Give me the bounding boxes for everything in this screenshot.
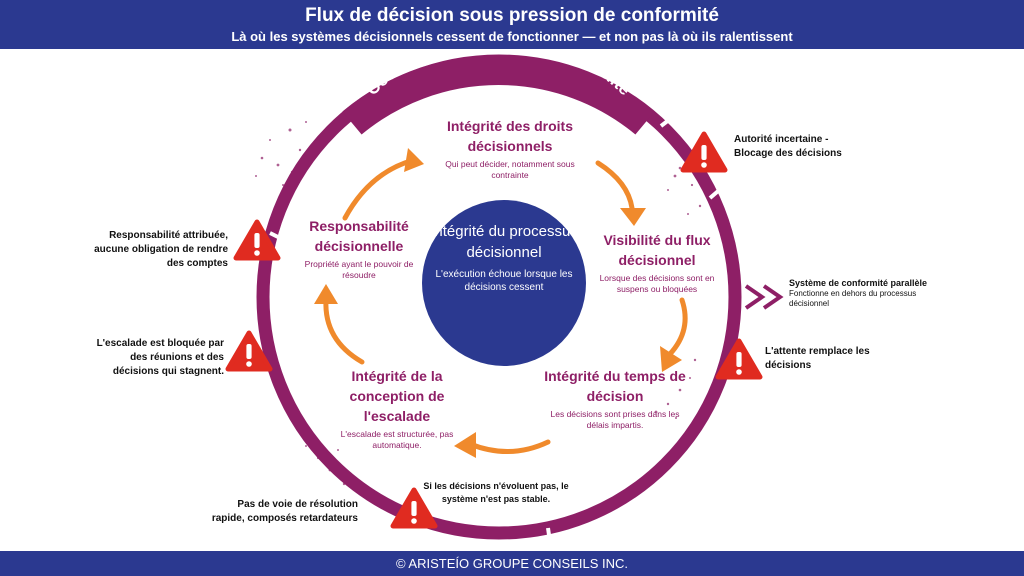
bottom-note: Si les décisions n'évoluent pas, le syst… [423, 481, 569, 504]
warning-text-no-resolution: Pas de voie de résolution rapide, compos… [211, 499, 358, 524]
parallel-desc: Fonctionne en dehors du processus décisi… [789, 289, 917, 308]
warning-text-accountability: Responsabilité attribuée, aucune obligat… [94, 230, 228, 269]
page-subtitle: Là où les systèmes décisionnels cessent … [231, 29, 793, 44]
stage-escalation-design: Intégrité de la conception de l'escalade… [333, 366, 461, 451]
compliance-ring-band [342, 55, 655, 135]
stage-decision-rights: Intégrité des droits décisionnels Qui pe… [430, 116, 590, 181]
stage-title: Intégrité du temps de décision [544, 368, 686, 404]
center-disc: Intégrité du processus décisionnel L'exé… [422, 200, 586, 366]
warning-text-escalation-blocked: L'escalade est bloquée par des réunions … [96, 338, 224, 377]
stage-title: Visibilité du flux décisionnel [603, 232, 711, 268]
ring-breaks [269, 111, 726, 543]
stage-title: Responsabilité décisionnelle [309, 218, 409, 254]
stage-desc: L'escalade est structurée, pas automatiq… [340, 429, 454, 450]
stage-title: Intégrité des droits décisionnels [446, 118, 574, 154]
page-header: Flux de décision sous pression de confor… [0, 0, 1024, 49]
stage-title: Intégrité de la conception de l'escalade [349, 368, 445, 424]
parallel-title: Système de conformité parallèle [789, 278, 928, 288]
flow-arrows [323, 157, 688, 454]
page-title: Flux de décision sous pression de confor… [305, 5, 719, 26]
warning-text-waiting: L'attente remplace les décisions [765, 346, 870, 371]
center-title: Intégrité du processus décisionnel [430, 223, 578, 261]
parallel-system: Système de conformité parallèle Fonction… [789, 278, 939, 309]
stage-flow-visibility: Visibilité du flux décisionnel Lorsque d… [590, 230, 724, 295]
flow-arrowheads [314, 148, 682, 458]
stage-desc: Propriété ayant le pouvoir de résoudre [304, 259, 414, 280]
stage-desc: Qui peut décider, notamment sous contrai… [445, 159, 575, 180]
warning-text-uncertain-authority: Autorité incertaine - Blocage des décisi… [734, 134, 842, 159]
center-desc: L'exécution échoue lorsque les décisions… [435, 269, 573, 293]
stage-desc: Lorsque des décisions sont en suspens ou… [599, 273, 715, 294]
stage-accountability: Responsabilité décisionnelle Propriété a… [298, 216, 420, 281]
stage-decision-timing: Intégrité du temps de décision Les décis… [540, 366, 690, 431]
double-chevron-right-icon [744, 284, 784, 310]
footer: © ARISTEÍO GROUPE CONSEILS INC. [0, 551, 1024, 576]
diagram-canvas: Couche de pression de conformité [0, 49, 784, 543]
stage-desc: Les décisions sont prises dans les délai… [550, 409, 680, 430]
